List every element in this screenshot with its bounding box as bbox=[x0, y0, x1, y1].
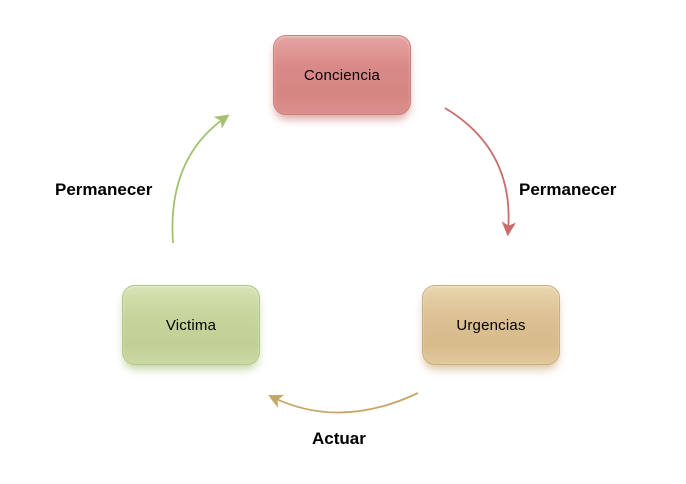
edge-victima-to-conciencia-arrow bbox=[171, 114, 230, 244]
edge-label-actuar: Actuar bbox=[312, 429, 366, 448]
edge-label-permanecer-right: Permanecer bbox=[519, 180, 617, 199]
edge-urgencias-to-victima-arrow bbox=[268, 392, 419, 414]
edge-label-permanecer-left: Permanecer bbox=[55, 180, 153, 199]
node-urgencias: Urgencias bbox=[422, 285, 560, 365]
node-victima: Victima bbox=[122, 285, 260, 365]
edge-conciencia-to-urgencias-arrow bbox=[444, 107, 517, 237]
node-urgencias-label: Urgencias bbox=[456, 316, 526, 334]
node-victima-label: Victima bbox=[165, 316, 217, 334]
node-conciencia-label: Conciencia bbox=[303, 66, 381, 84]
node-conciencia: Conciencia bbox=[273, 35, 411, 115]
